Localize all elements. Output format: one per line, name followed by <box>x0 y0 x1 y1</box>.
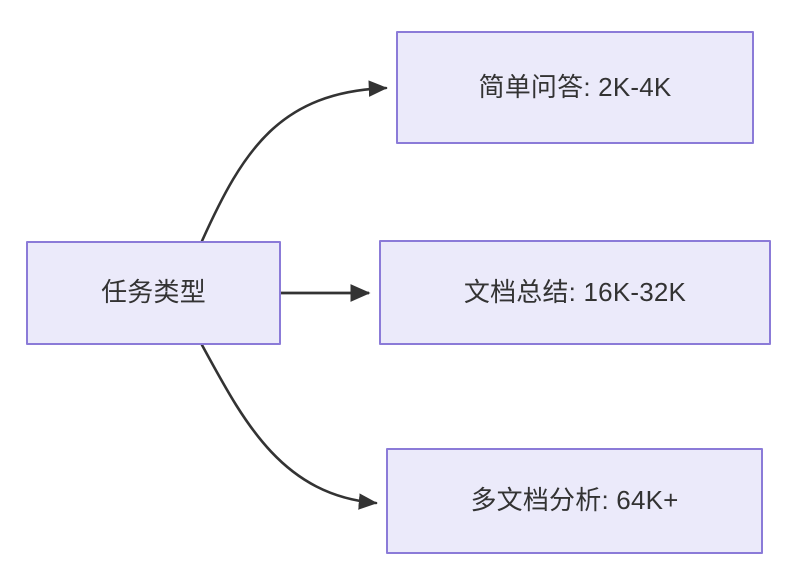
node-simple-qa-label: 简单问答: 2K-4K <box>478 71 672 102</box>
node-multi-document-analysis-label: 多文档分析: 64K+ <box>470 485 679 516</box>
node-task-type[interactable]: 任务类型 <box>26 241 281 345</box>
edge-root-to-simple-qa <box>200 80 388 243</box>
edge-root-to-multi-doc <box>200 343 378 510</box>
node-task-type-label: 任务类型 <box>101 277 206 308</box>
node-multi-document-analysis[interactable]: 多文档分析: 64K+ <box>386 448 763 554</box>
node-document-summary-label: 文档总结: 16K-32K <box>463 276 687 307</box>
node-document-summary[interactable]: 文档总结: 16K-32K <box>379 240 771 345</box>
node-simple-qa[interactable]: 简单问答: 2K-4K <box>396 31 754 144</box>
